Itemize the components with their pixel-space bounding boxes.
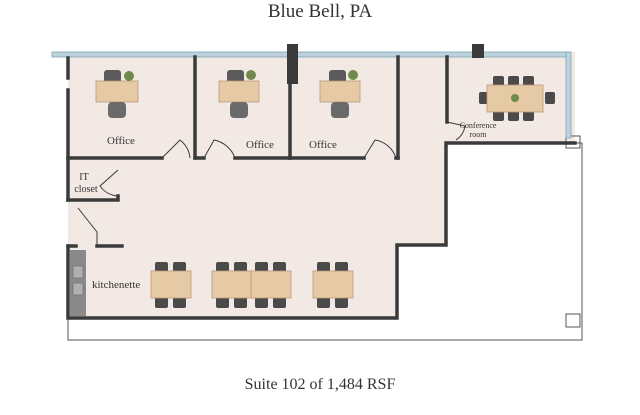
column-1	[287, 44, 298, 84]
it-closet-label-line2: closet	[74, 184, 98, 195]
table-group-1	[150, 262, 192, 308]
suite-caption: Suite 102 of 1,484 RSF	[244, 376, 396, 393]
door-swings	[77, 121, 466, 246]
conference-label-line1: Conference	[460, 121, 497, 130]
page-title: Blue Bell, PA	[267, 1, 373, 22]
conference-label-line2: room	[470, 130, 488, 139]
column-2	[472, 44, 484, 58]
office-3-label: Office	[309, 139, 337, 151]
open-area-tables	[150, 262, 354, 308]
table-group-4	[312, 262, 354, 308]
it-closet-label-line1: IT	[79, 172, 88, 183]
window-right	[565, 51, 572, 139]
window-top	[51, 51, 571, 58]
walls	[66, 55, 577, 320]
adjacent-space-marker	[565, 313, 581, 328]
office-1-furniture	[95, 70, 139, 118]
office-2-furniture	[218, 70, 260, 118]
table-group-2	[211, 262, 253, 308]
office-2-label: Office	[246, 139, 274, 151]
office-1-label: Office	[107, 135, 135, 147]
kitchenette-label: kitchenette	[92, 279, 140, 291]
office-3-furniture	[319, 70, 361, 118]
table-group-3	[250, 262, 292, 308]
conference-table	[479, 76, 555, 121]
kitchenette-counter	[70, 250, 86, 316]
